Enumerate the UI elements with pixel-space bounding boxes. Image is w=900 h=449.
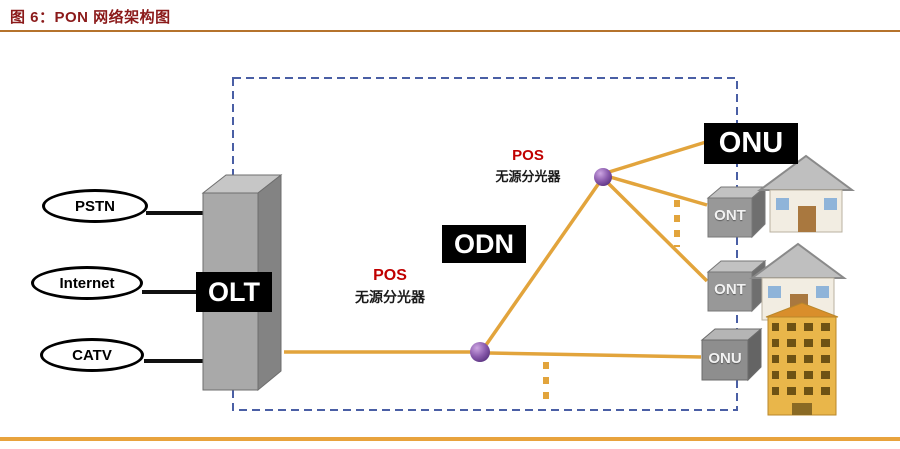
pos-annotation-lower: POS 无源分光器 xyxy=(335,267,445,307)
catv-label: CATV xyxy=(72,346,112,364)
pos-upper-description: 无源分光器 xyxy=(495,169,561,184)
house-icon-1 xyxy=(756,154,856,233)
figure-title: 图 6：PON 网络架构图 xyxy=(10,9,171,26)
olt-label: OLT xyxy=(196,272,272,312)
internet-label: Internet xyxy=(59,274,115,292)
catv-node: CATV xyxy=(40,338,144,372)
pos-lower-name: POS xyxy=(373,267,407,284)
onu-bottom-label: ONU xyxy=(708,350,742,367)
pstn-node: PSTN xyxy=(42,189,148,223)
pstn-label: PSTN xyxy=(74,197,115,215)
fiber-links xyxy=(284,140,709,359)
onu-top-label: ONU xyxy=(704,123,798,164)
pos-annotation-upper: POS 无源分光器 xyxy=(478,147,578,185)
pos-upper-name: POS xyxy=(512,147,544,164)
pos-lower-description: 无源分光器 xyxy=(355,289,425,305)
ont-1-label: ONT xyxy=(714,207,746,224)
house-icon-2 xyxy=(748,242,848,321)
onu-bottom-box xyxy=(700,327,763,382)
bottom-divider xyxy=(0,437,900,441)
internet-node: Internet xyxy=(31,266,143,300)
ont-2-label: ONT xyxy=(714,281,746,298)
odn-label: ODN xyxy=(442,225,526,263)
top-divider xyxy=(0,30,900,32)
odn-boundary-box xyxy=(232,77,738,411)
building-icon xyxy=(765,302,839,416)
splitter-sphere-lower xyxy=(470,342,490,362)
splitter-sphere-upper xyxy=(594,168,612,186)
ont-box-1 xyxy=(706,185,767,239)
